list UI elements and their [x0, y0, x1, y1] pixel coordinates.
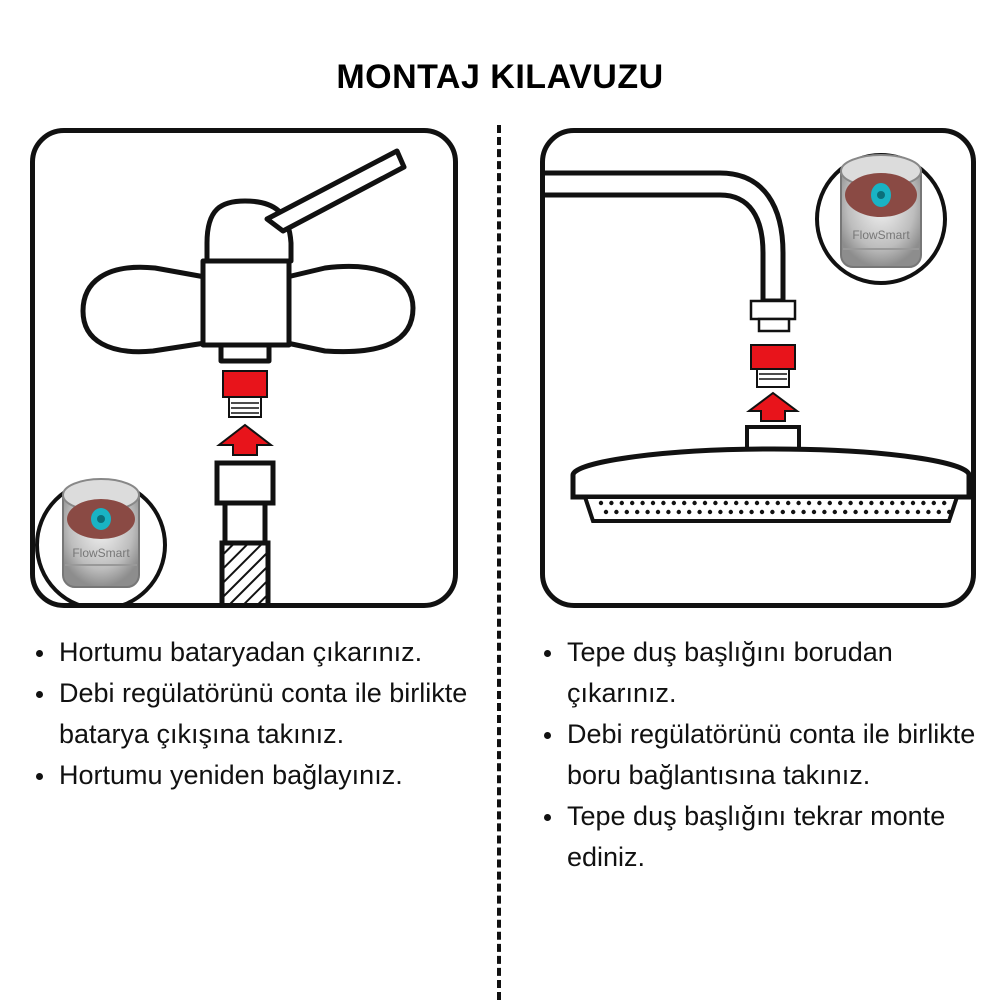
spray-hole: [635, 509, 640, 515]
shower-arm-icon: [545, 170, 786, 304]
spray-hole: [900, 500, 905, 506]
spray-hole: [671, 500, 676, 506]
spray-hole: [723, 500, 728, 506]
spray-hole: [645, 509, 650, 515]
shower-head-steps-list: Tepe duş başlığını borudan çıkarınız. De…: [540, 632, 980, 878]
spray-hole: [692, 500, 697, 506]
spray-hole: [843, 509, 848, 515]
list-item: Debi regülatörünü conta ile birlikte bor…: [540, 714, 980, 796]
spray-hole: [765, 500, 770, 506]
spray-hole: [770, 509, 775, 515]
spray-hole: [624, 509, 629, 515]
faucet-installation-panel: FlowSmart: [30, 128, 458, 608]
spray-hole: [749, 509, 754, 515]
spray-hole: [890, 500, 895, 506]
list-item: Debi regülatörünü conta ile birlikte bat…: [32, 673, 482, 755]
spray-hole: [936, 509, 941, 515]
spray-hole: [921, 500, 926, 506]
spray-hole: [718, 509, 723, 515]
spray-hole: [796, 500, 801, 506]
spray-hole: [869, 500, 874, 506]
spray-hole: [874, 509, 879, 515]
shower-hose-icon: [214, 460, 276, 603]
spray-hole: [775, 500, 780, 506]
spray-hole: [910, 500, 916, 506]
spray-hole: [640, 500, 645, 506]
spray-hole: [942, 500, 947, 506]
spray-hole: [915, 509, 921, 515]
spray-hole: [817, 500, 822, 506]
spray-hole: [879, 500, 884, 506]
spray-hole: [895, 509, 900, 515]
spray-hole: [702, 500, 708, 506]
spray-hole: [666, 509, 671, 515]
flow-regulator-icon: [222, 370, 268, 418]
shower-head-installation-panel: FlowSmart: [540, 128, 976, 608]
spray-hole: [687, 509, 692, 515]
spray-hole: [838, 500, 843, 506]
spray-hole: [884, 509, 889, 515]
flowsmart-product-photo: FlowSmart: [815, 153, 947, 285]
brand-label: FlowSmart: [852, 228, 910, 242]
spray-hole: [744, 500, 749, 506]
dashed-divider: [497, 125, 501, 1000]
arrow-up-icon: [216, 423, 274, 456]
spray-hole: [682, 500, 687, 506]
spray-hole: [853, 509, 858, 515]
spray-hole: [609, 500, 614, 506]
rain-shower-head-icon: [570, 425, 971, 523]
spray-hole: [619, 500, 624, 506]
spray-hole: [791, 509, 796, 515]
spray-hole: [811, 509, 817, 515]
spray-hole: [905, 509, 910, 515]
spray-hole: [801, 509, 806, 515]
spray-hole: [947, 509, 952, 515]
spray-hole: [848, 500, 853, 506]
list-item: Tepe duş başlığını tekrar monte ediniz.: [540, 796, 980, 878]
spray-hole: [822, 509, 827, 515]
spray-hole: [630, 500, 635, 506]
spray-hole: [759, 509, 765, 515]
spray-hole: [734, 500, 739, 506]
brand-label: FlowSmart: [72, 546, 130, 560]
spray-hole: [832, 509, 837, 515]
spray-hole: [697, 509, 702, 515]
flowsmart-product-photo: FlowSmart: [35, 478, 167, 603]
list-item: Tepe duş başlığını borudan çıkarınız.: [540, 632, 980, 714]
spray-hole: [614, 509, 619, 515]
spray-hole: [707, 509, 713, 515]
spray-hole: [863, 509, 869, 515]
spray-hole: [713, 500, 718, 506]
spray-hole: [858, 500, 864, 506]
spray-hole: [806, 500, 812, 506]
arrow-up-icon: [746, 391, 800, 422]
spray-hole: [650, 500, 656, 506]
list-item: Hortumu bataryadan çıkarınız.: [32, 632, 482, 673]
spray-hole: [754, 500, 760, 506]
faucet-icon: [80, 148, 416, 364]
flow-regulator-icon: [750, 344, 796, 388]
spray-hole: [728, 509, 733, 515]
spray-hole: [780, 509, 785, 515]
spray-hole: [739, 509, 744, 515]
spray-hole: [603, 509, 609, 515]
page-title: MONTAJ KILAVUZU: [336, 58, 664, 96]
spray-hole: [655, 509, 661, 515]
list-item: Hortumu yeniden bağlayınız.: [32, 755, 482, 796]
spray-hole: [931, 500, 936, 506]
spray-hole: [676, 509, 681, 515]
spray-hole: [827, 500, 832, 506]
spray-hole: [926, 509, 931, 515]
spray-hole: [598, 500, 604, 506]
faucet-steps-list: Hortumu bataryadan çıkarınız. Debi regül…: [32, 632, 482, 796]
spray-hole: [786, 500, 791, 506]
spray-hole: [661, 500, 666, 506]
